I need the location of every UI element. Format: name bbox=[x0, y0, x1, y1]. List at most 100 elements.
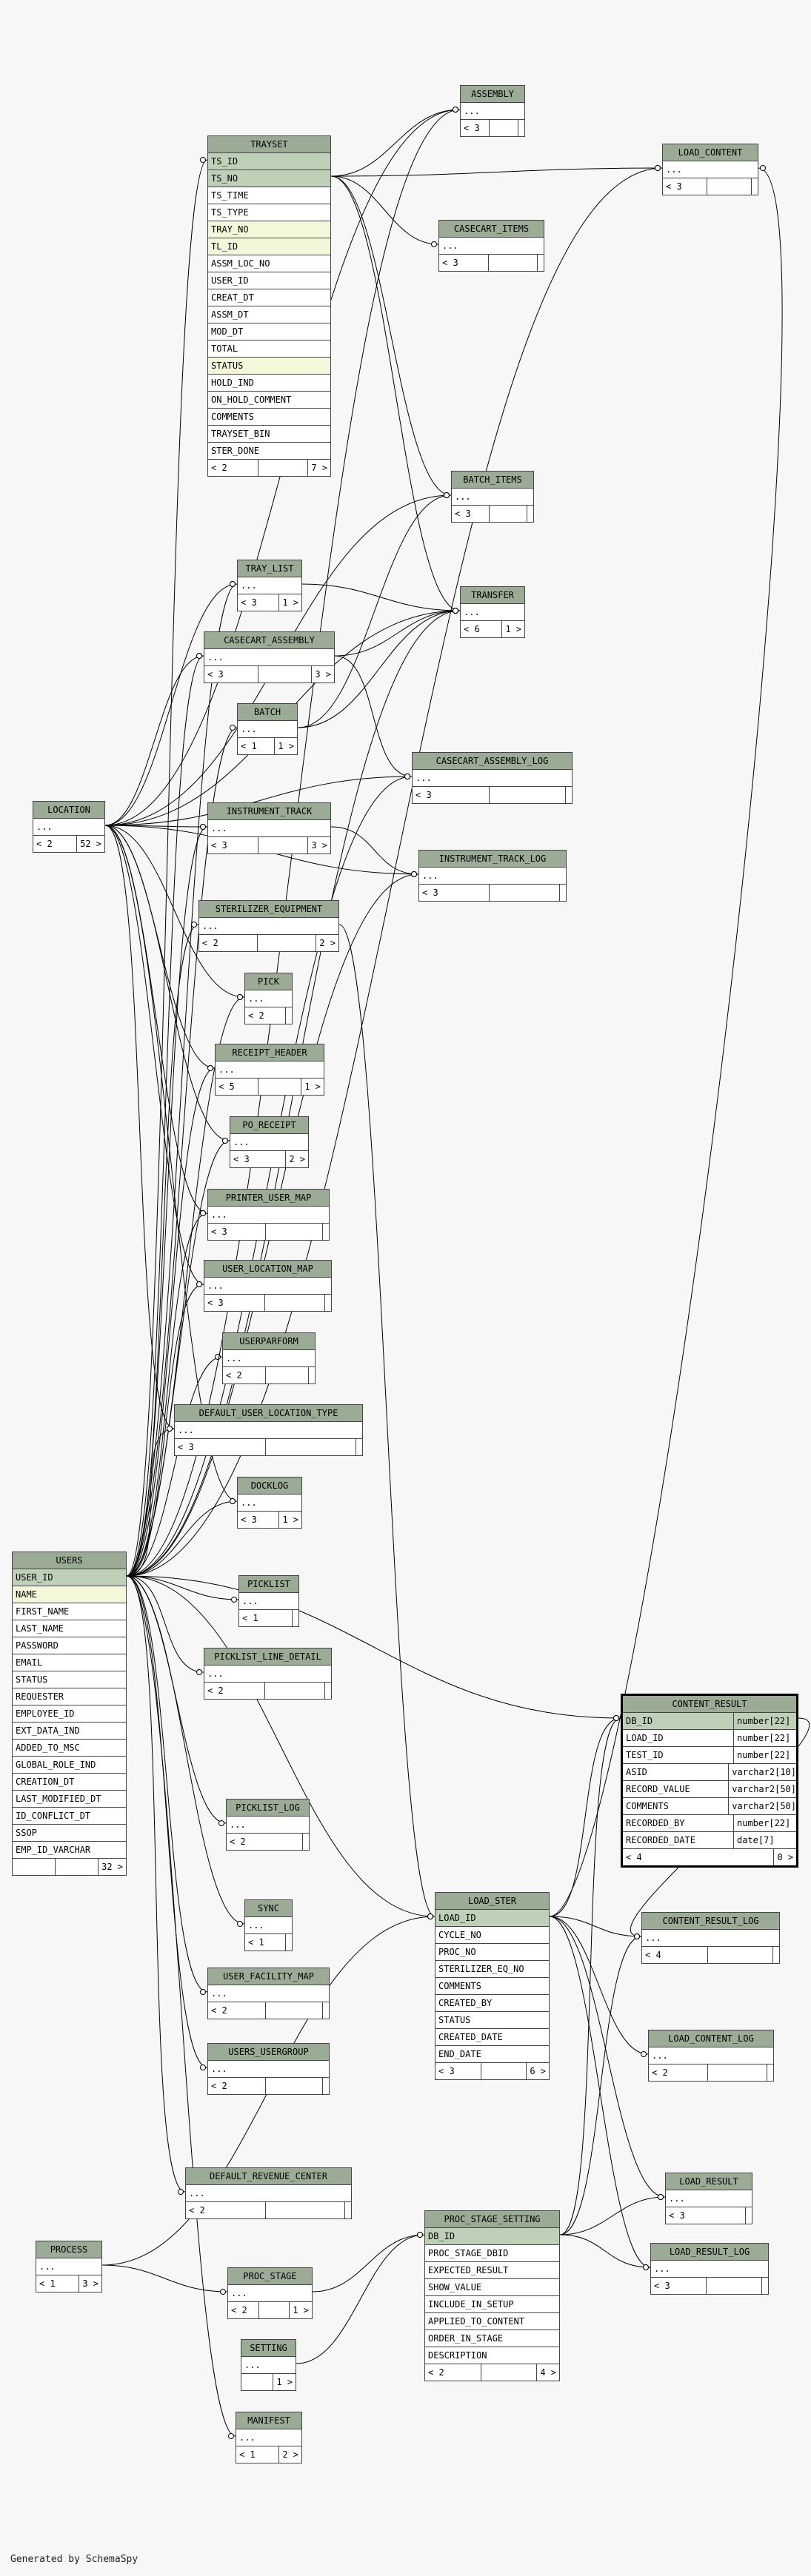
table-header[interactable]: LOAD_STER bbox=[435, 1893, 549, 1910]
collapsed-columns[interactable]: ... bbox=[452, 489, 533, 506]
collapsed-columns[interactable]: ... bbox=[461, 604, 524, 621]
column-row[interactable]: TRAY_NO bbox=[208, 221, 330, 238]
table-header[interactable]: PROC_STAGE bbox=[228, 2268, 312, 2285]
table-users-usergroup[interactable]: USERS_USERGROUP...< 2 bbox=[207, 2043, 330, 2095]
collapsed-columns[interactable]: ... bbox=[245, 1917, 292, 1934]
collapsed-columns[interactable]: ... bbox=[216, 1061, 324, 1079]
table-setting[interactable]: SETTING...1 > bbox=[241, 2339, 296, 2391]
collapsed-columns[interactable]: ... bbox=[419, 868, 566, 885]
column-row[interactable]: USER_ID bbox=[13, 1569, 126, 1586]
collapsed-columns[interactable]: ... bbox=[36, 2258, 101, 2275]
table-header[interactable]: PO_RECEIPT bbox=[230, 1117, 308, 1134]
table-header[interactable]: CASECART_ITEMS bbox=[439, 221, 544, 238]
table-header[interactable]: TRANSFER bbox=[461, 587, 524, 604]
table-header[interactable]: PICK bbox=[245, 973, 292, 990]
column-row[interactable]: GLOBAL_ROLE_IND bbox=[13, 1757, 126, 1774]
column-row[interactable]: NAME bbox=[13, 1586, 126, 1603]
collapsed-columns[interactable]: ... bbox=[461, 103, 524, 120]
column-row[interactable]: LAST_MODIFIED_DT bbox=[13, 1791, 126, 1808]
column-row[interactable]: SSOP bbox=[13, 1825, 126, 1842]
column-row[interactable]: EXT_DATA_IND bbox=[13, 1723, 126, 1740]
column-row[interactable]: TL_ID bbox=[208, 238, 330, 255]
column-row[interactable]: LOAD_ID bbox=[435, 1910, 549, 1927]
table-default-revenue-center[interactable]: DEFAULT_REVENUE_CENTER...< 2 bbox=[185, 2167, 352, 2219]
table-header[interactable]: BATCH bbox=[238, 704, 297, 721]
column-row[interactable]: PROC_NO bbox=[435, 1944, 549, 1961]
table-header[interactable]: BATCH_ITEMS bbox=[452, 472, 533, 489]
table-load-content-log[interactable]: LOAD_CONTENT_LOG...< 2 bbox=[648, 2030, 774, 2082]
table-header[interactable]: LOAD_RESULT bbox=[666, 2173, 752, 2190]
table-header[interactable]: DOCKLOG bbox=[238, 1477, 301, 1495]
collapsed-columns[interactable]: ... bbox=[33, 819, 104, 836]
column-row[interactable]: COMMENTS bbox=[435, 1978, 549, 1995]
table-casecart-assembly-log[interactable]: CASECART_ASSEMBLY_LOG...< 3 bbox=[412, 752, 573, 804]
table-picklist-log[interactable]: PICKLIST_LOG...< 2 bbox=[226, 1799, 310, 1851]
table-header[interactable]: INSTRUMENT_TRACK_LOG bbox=[419, 851, 566, 868]
column-row[interactable]: FIRST_NAME bbox=[13, 1603, 126, 1620]
table-header[interactable]: USER_FACILITY_MAP bbox=[208, 1968, 329, 1985]
table-pick[interactable]: PICK...< 2 bbox=[244, 973, 293, 1024]
column-row[interactable]: CREATED_BY bbox=[435, 1995, 549, 2012]
column-row[interactable]: TRAYSET_BIN bbox=[208, 426, 330, 443]
column-row[interactable]: TS_ID bbox=[208, 153, 330, 170]
column-row[interactable]: USER_ID bbox=[208, 272, 330, 289]
column-row[interactable]: APPLIED_TO_CONTENT bbox=[425, 2313, 559, 2330]
collapsed-columns[interactable]: ... bbox=[208, 820, 330, 837]
column-row[interactable]: EMP_ID_VARCHAR bbox=[13, 1842, 126, 1859]
table-header[interactable]: RECEIPT_HEADER bbox=[216, 1044, 324, 1061]
column-row[interactable]: LAST_NAME bbox=[13, 1620, 126, 1637]
column-row[interactable]: HOLD_IND bbox=[208, 375, 330, 392]
collapsed-columns[interactable]: ... bbox=[208, 2061, 329, 2078]
table-header[interactable]: USERS bbox=[13, 1552, 126, 1569]
column-row[interactable]: DB_ID bbox=[425, 2228, 559, 2245]
table-userparform[interactable]: USERPARFORM...< 2 bbox=[222, 1332, 316, 1384]
table-load-result-log[interactable]: LOAD_RESULT_LOG...< 3 bbox=[650, 2243, 769, 2295]
table-header[interactable]: LOAD_CONTENT bbox=[663, 144, 758, 161]
table-header[interactable]: LOAD_CONTENT_LOG bbox=[649, 2030, 773, 2047]
table-header[interactable]: DEFAULT_USER_LOCATION_TYPE bbox=[175, 1405, 362, 1422]
table-header[interactable]: TRAYSET bbox=[208, 136, 330, 153]
column-row[interactable]: DESCRIPTION bbox=[425, 2347, 559, 2364]
table-header[interactable]: MANIFEST bbox=[236, 2412, 301, 2429]
collapsed-columns[interactable]: ... bbox=[230, 1134, 308, 1151]
collapsed-columns[interactable]: ... bbox=[227, 1817, 309, 1834]
column-row[interactable]: STERILIZER_EQ_NO bbox=[435, 1961, 549, 1978]
collapsed-columns[interactable]: ... bbox=[663, 161, 758, 178]
table-instrument-track-log[interactable]: INSTRUMENT_TRACK_LOG...< 3 bbox=[418, 850, 567, 902]
table-header[interactable]: PICKLIST_LOG bbox=[227, 1799, 309, 1817]
column-row[interactable]: TS_NO bbox=[208, 170, 330, 187]
table-picklist-line-detail[interactable]: PICKLIST_LINE_DETAIL...< 2 bbox=[204, 1648, 332, 1700]
table-user-facility-map[interactable]: USER_FACILITY_MAP...< 2 bbox=[207, 1968, 330, 2019]
column-row[interactable]: STER_DONE bbox=[208, 443, 330, 460]
table-header[interactable]: PICKLIST bbox=[239, 1576, 298, 1593]
column-row[interactable]: PASSWORD bbox=[13, 1637, 126, 1654]
collapsed-columns[interactable]: ... bbox=[186, 2185, 351, 2202]
collapsed-columns[interactable]: ... bbox=[208, 1207, 329, 1224]
collapsed-columns[interactable]: ... bbox=[199, 918, 338, 935]
table-header[interactable]: USERS_USERGROUP bbox=[208, 2044, 329, 2061]
table-header[interactable]: ASSEMBLY bbox=[461, 86, 524, 103]
table-content-result-log[interactable]: CONTENT_RESULT_LOG...< 4 bbox=[641, 1912, 780, 1964]
collapsed-columns[interactable]: ... bbox=[238, 1495, 301, 1512]
table-sync[interactable]: SYNC...< 1 bbox=[244, 1899, 293, 1951]
column-row[interactable]: ORDER_IN_STAGE bbox=[425, 2330, 559, 2347]
collapsed-columns[interactable]: ... bbox=[439, 238, 544, 255]
collapsed-columns[interactable]: ... bbox=[413, 770, 572, 787]
table-header[interactable]: CASECART_ASSEMBLY bbox=[204, 632, 334, 649]
table-default-user-location-type[interactable]: DEFAULT_USER_LOCATION_TYPE...< 3 bbox=[174, 1404, 363, 1456]
table-header[interactable]: PRINTER_USER_MAP bbox=[208, 1190, 329, 1207]
